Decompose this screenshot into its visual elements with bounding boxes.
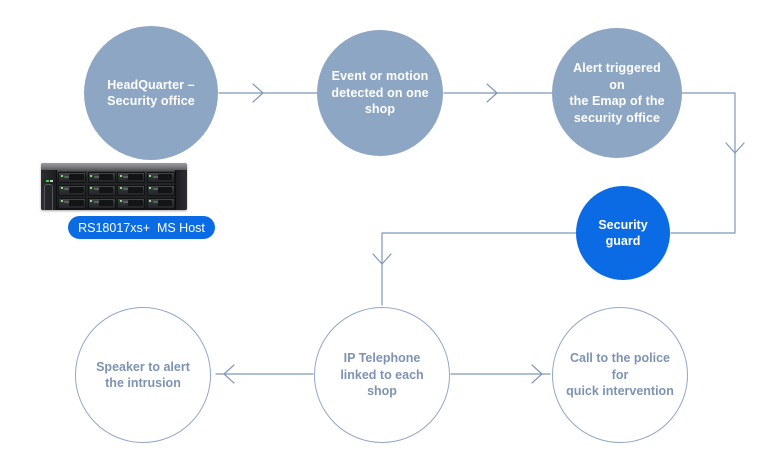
node-speaker-alert-label: Speaker to alert the intrusion <box>96 359 190 391</box>
node-ip-telephone[interactable]: IP Telephone linked to each shop <box>314 307 450 443</box>
server-top-cover <box>41 163 187 171</box>
node-security-guard-label: Security guard <box>598 217 648 249</box>
connector-telephone-to-police <box>450 364 551 384</box>
drive-bay <box>58 172 87 184</box>
drive-bay <box>58 197 87 209</box>
node-ip-telephone-label: IP Telephone linked to each shop <box>340 351 424 399</box>
node-call-police-label: Call to the police for quick interventio… <box>566 351 674 399</box>
server-handle <box>44 184 53 210</box>
power-led-icon <box>46 180 49 182</box>
status-led-icon <box>50 180 53 182</box>
server-right-ear <box>175 170 187 210</box>
node-headquarter-label: HeadQuarter – Security office <box>107 77 195 109</box>
server-left-ear <box>41 170 57 210</box>
connector-event-to-alert <box>443 83 553 103</box>
host-label-text: RS18017xs+ MS Host <box>78 220 205 235</box>
node-call-police[interactable]: Call to the police for quick interventio… <box>552 307 688 443</box>
node-headquarter[interactable]: HeadQuarter – Security office <box>84 26 218 160</box>
node-alert-emap-label: Alert triggered on the Emap of the secur… <box>569 61 665 125</box>
node-event-motion-label: Event or motion detected on one shop <box>331 69 429 117</box>
node-event-motion[interactable]: Event or motion detected on one shop <box>317 30 443 156</box>
connector-hq-to-event <box>218 83 318 103</box>
connector-telephone-to-speaker <box>215 364 314 384</box>
host-label-badge: RS18017xs+ MS Host <box>68 216 215 239</box>
drive-bay-grid <box>58 172 175 209</box>
connector-guard-to-telephone <box>372 232 578 306</box>
node-alert-emap[interactable]: Alert triggered on the Emap of the secur… <box>552 28 682 158</box>
drive-bay <box>146 184 175 197</box>
node-speaker-alert[interactable]: Speaker to alert the intrusion <box>75 307 211 443</box>
drive-bay <box>58 184 87 197</box>
drive-bay <box>146 197 175 209</box>
server-chassis <box>41 163 187 210</box>
drive-bay <box>87 197 116 209</box>
drive-bay <box>87 172 116 184</box>
drive-bay <box>117 172 146 184</box>
drive-bay <box>117 197 146 209</box>
node-security-guard[interactable]: Security guard <box>576 186 670 280</box>
drive-bay <box>87 184 116 197</box>
drive-bay <box>117 184 146 197</box>
rackmount-server-icon <box>41 163 187 210</box>
drive-bay <box>146 172 175 184</box>
